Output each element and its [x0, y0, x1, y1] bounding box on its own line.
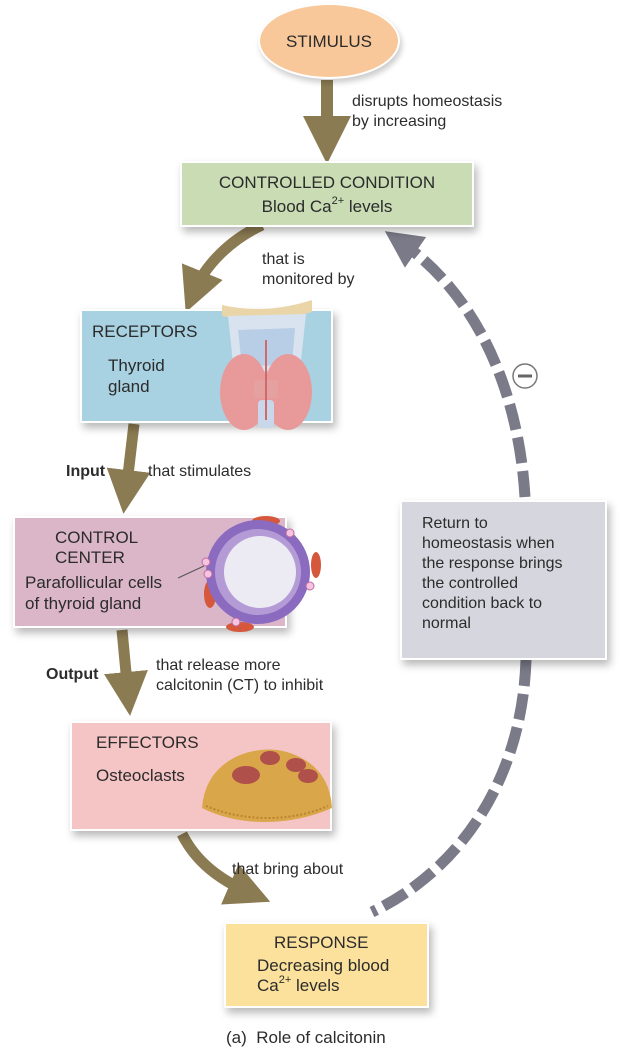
output-text: that release more calcitonin (CT) to inh… — [156, 657, 324, 694]
arrow-condition-to-receptors — [181, 220, 265, 313]
arrow-effectors-to-response — [177, 831, 271, 905]
return-text: Return to homeostasis when the response … — [422, 515, 563, 632]
feedback-arc-upper — [384, 231, 531, 498]
negative-feedback-icon — [512, 363, 538, 389]
input-label: Input — [66, 463, 106, 480]
arrow-receptors-to-control — [106, 423, 151, 514]
output-label: Output — [46, 666, 99, 683]
effectors-detail: Osteoclasts — [96, 766, 185, 785]
stimulus-node: STIMULUS — [258, 3, 400, 79]
effectors-box: EFFECTORS Osteoclasts — [70, 721, 332, 831]
controlled-condition-title: CONTROLLED CONDITION — [218, 173, 436, 192]
receptors-box: RECEPTORS Thyroid gland — [80, 309, 333, 423]
response-box: RESPONSE Decreasing blood Ca2+ levels — [224, 922, 429, 1008]
return-to-homeostasis-box: Return to homeostasis when the response … — [400, 500, 607, 660]
control-center-title: CONTROL CENTER — [55, 528, 139, 567]
controlled-condition-box: CONTROLLED CONDITION Blood Ca2+ levels — [180, 161, 474, 227]
receptors-detail: Thyroid gland — [108, 356, 165, 396]
effectors-title: EFFECTORS — [96, 733, 199, 752]
control-center-detail: Parafollicular cells of thyroid gland — [25, 573, 162, 613]
control-center-box: CONTROL CENTER Parafollicular cells of t… — [13, 516, 287, 628]
monitor-label: that is monitored by — [262, 251, 355, 288]
response-title: RESPONSE — [274, 933, 369, 952]
stimulus-label: STIMULUS — [286, 31, 372, 51]
response-detail: Decreasing blood Ca2+ levels — [257, 956, 390, 995]
feedback-arc-lower — [369, 659, 532, 917]
arrow-control-to-effectors — [104, 629, 148, 716]
figure-caption: (a) Role of calcitonin — [226, 1028, 386, 1047]
stimulus-arrow-label: disrupts homeostasis by increasing — [352, 93, 503, 130]
input-text: that stimulates — [148, 463, 252, 480]
controlled-condition-detail: Blood Ca2+ levels — [261, 195, 393, 216]
bring-about-label: that bring about — [232, 861, 344, 878]
receptors-title: RECEPTORS — [92, 322, 198, 341]
